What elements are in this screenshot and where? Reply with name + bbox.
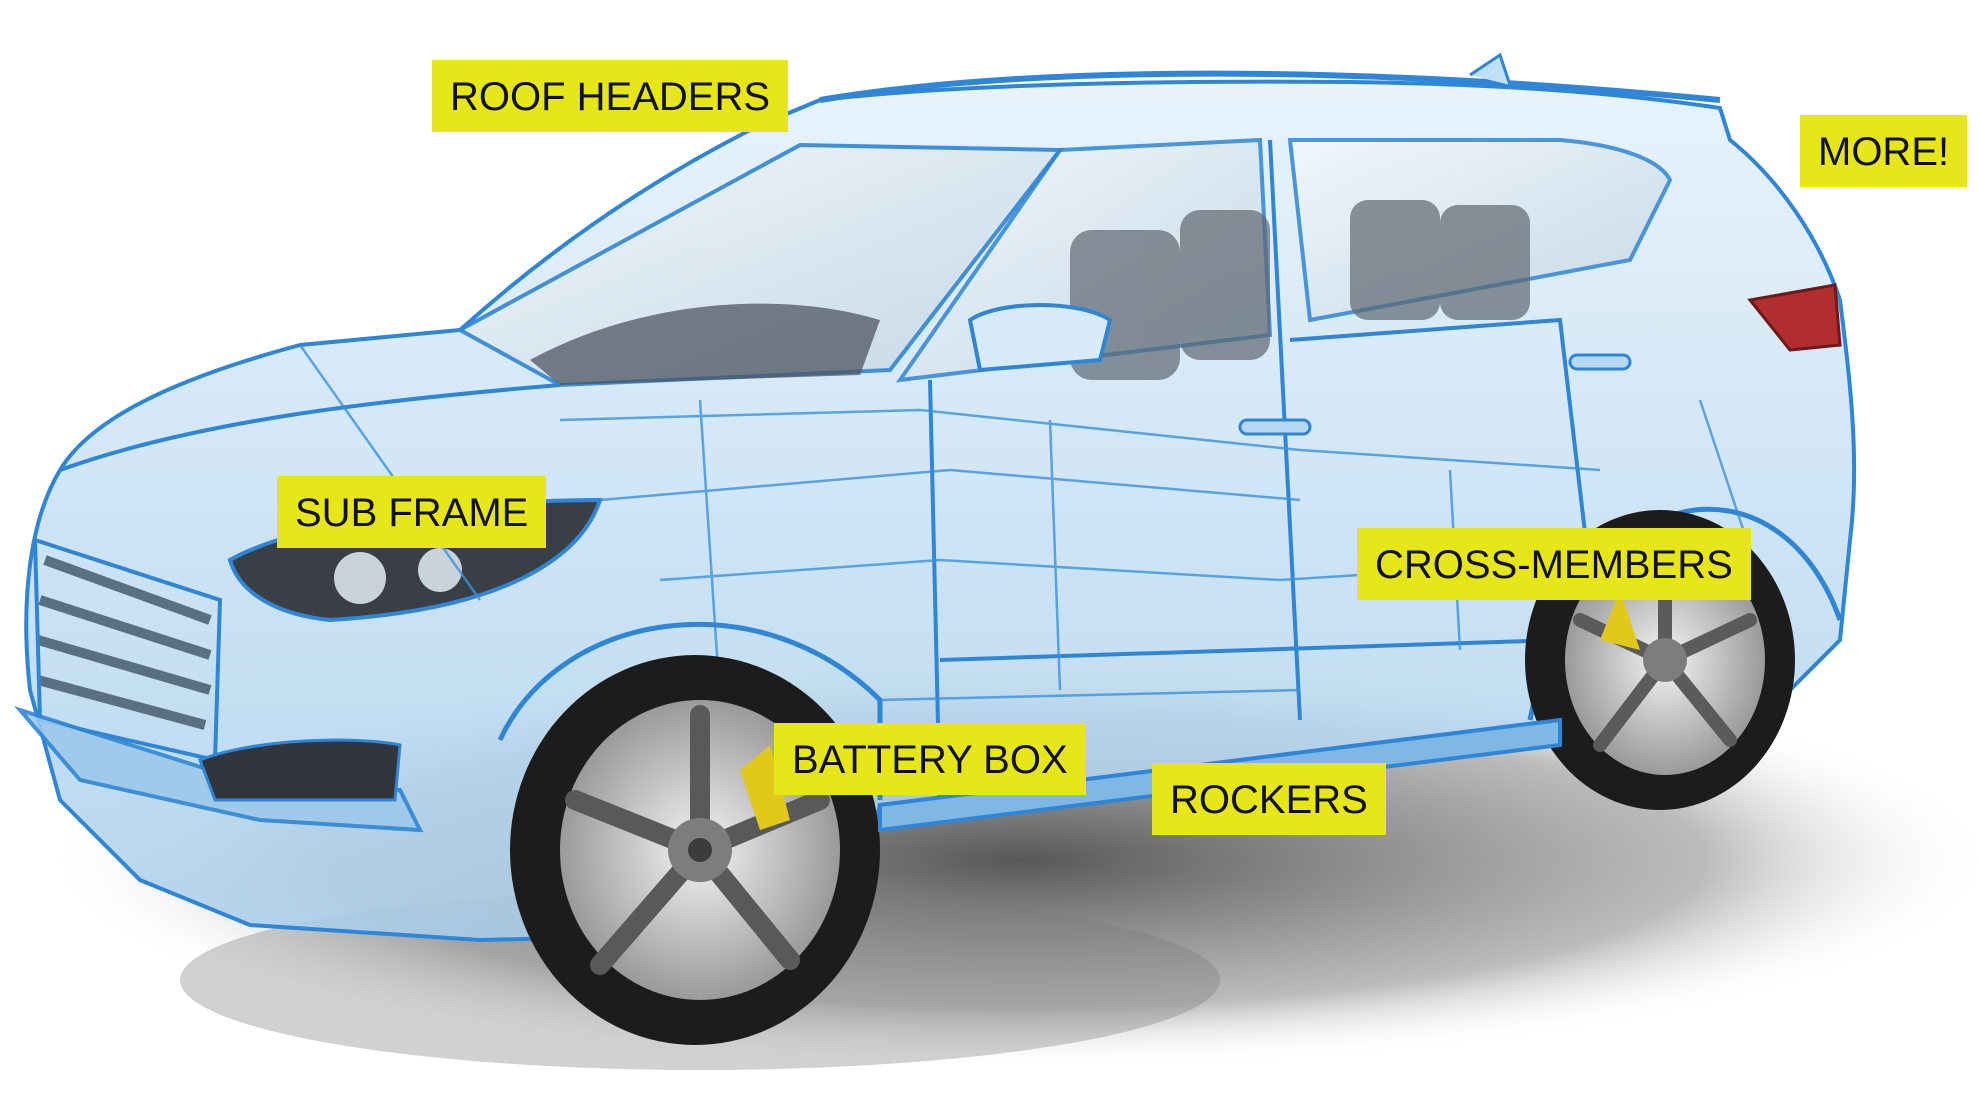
label-sub-frame: SUB FRAME [277,476,547,548]
front-wheel [510,655,880,1045]
seats [1070,200,1530,380]
roof-rail [819,70,1721,103]
label-cross-members: CROSS-MEMBERS [1357,528,1751,600]
brake-caliper-icon [740,745,790,830]
windshield [455,142,1065,388]
side-mirror [967,303,1113,373]
fog-light [198,738,402,802]
label-rockers: ROCKERS [1152,763,1386,835]
label-more: MORE! [1800,115,1968,187]
label-roof-headers: ROOF HEADERS [432,60,789,132]
label-battery-box: BATTERY BOX [774,723,1086,795]
tail-light [1747,283,1842,352]
front-grille [36,555,212,730]
